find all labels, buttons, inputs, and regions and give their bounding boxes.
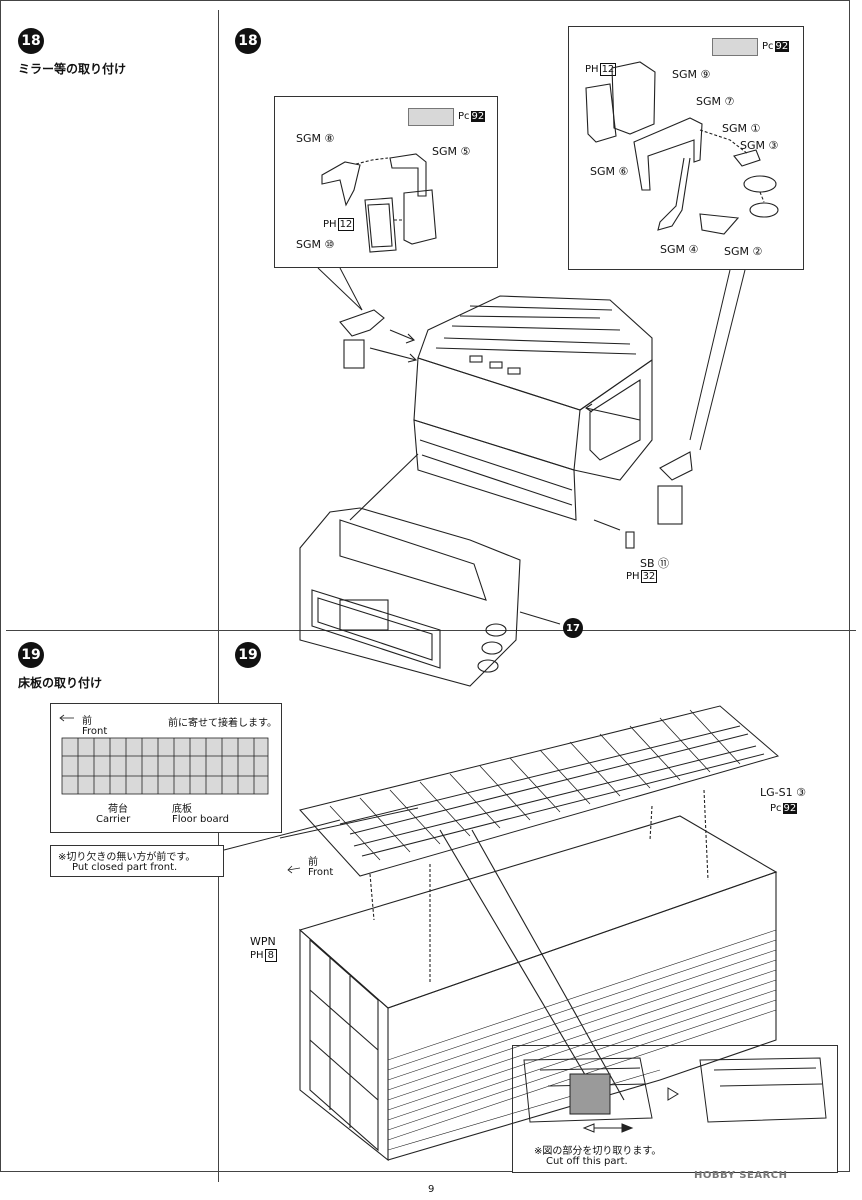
- cut-detail-art: [523, 1057, 827, 1133]
- step-19-title: 床板の取り付け: [18, 676, 103, 690]
- page-number: 9: [428, 1184, 435, 1195]
- label-sgm7: SGM ⑦: [696, 95, 735, 108]
- carrier-label-jp: 荷台: [108, 804, 128, 815]
- front-label-jp-left: 前: [82, 716, 92, 727]
- label-sgm4: SGM ④: [660, 243, 699, 256]
- closed-part-note-en: Put closed part front.: [72, 862, 178, 873]
- column-divider: [218, 10, 219, 1182]
- cut-detail-box: [512, 1045, 838, 1173]
- truck-cab: [339, 295, 693, 549]
- label-sgm1: SGM ①: [722, 122, 761, 135]
- label-sgm5: SGM ⑤: [432, 145, 471, 158]
- label-sgm10: SGM ⑩: [296, 238, 335, 251]
- label-sb11: SB ⑪: [640, 557, 670, 570]
- inset-right-parts: [585, 61, 779, 235]
- label-sgm9: SGM ⑨: [672, 68, 711, 81]
- front-grille: [299, 453, 561, 687]
- mirror-inset-box-right: [568, 26, 804, 270]
- step-19-badge-left: 19: [18, 642, 44, 668]
- page-frame: [0, 0, 850, 1172]
- floor-board-label-en: Floor board: [172, 814, 229, 825]
- front-label-en-left: Front: [82, 726, 108, 737]
- step-18-badge-right: 18: [235, 28, 261, 54]
- mirror-inset-box-left: [274, 96, 498, 268]
- step-18-badge-left: 18: [18, 28, 44, 54]
- front-label-en-right: Front: [308, 867, 334, 878]
- label-lgs1: LG-S1 ③: [760, 786, 806, 799]
- label-sgm3: SGM ③: [740, 139, 779, 152]
- label-sgm6: SGM ⑥: [590, 165, 629, 178]
- watermark: HOBBY SEARCH: [694, 1170, 788, 1181]
- cut-note-en: Cut off this part.: [546, 1156, 628, 1167]
- step-18-title: ミラー等の取り付け: [18, 62, 127, 76]
- step-19-badge-right: 19: [235, 642, 261, 668]
- label-sgm8: SGM ⑧: [296, 132, 335, 145]
- glue-forward-note: 前に寄せて接着します。: [168, 718, 277, 729]
- inset-left-parts: [321, 153, 437, 253]
- paint-swatch-left: [408, 108, 454, 126]
- floor-board: [299, 705, 780, 877]
- front-label-jp-right: 前: [308, 857, 318, 868]
- label-sgm2: SGM ②: [724, 245, 763, 258]
- label-wpn: WPN: [250, 935, 276, 948]
- callout-lines: [223, 267, 746, 851]
- row-divider: [6, 630, 856, 631]
- closed-part-note-box: [50, 845, 224, 877]
- carrier-label-en: Carrier: [96, 814, 131, 825]
- cargo-box: [298, 789, 778, 1162]
- cut-note-jp: ※図の部分を切り取ります。: [534, 1146, 662, 1157]
- closed-part-note-jp: ※切り欠きの無い方が前です。: [58, 852, 196, 863]
- ref-step-17-badge: 17: [563, 618, 583, 638]
- carrier-grid-diagram: [59, 714, 301, 874]
- floor-board-label-jp: 底板: [172, 804, 192, 815]
- paint-swatch-right: [712, 38, 758, 56]
